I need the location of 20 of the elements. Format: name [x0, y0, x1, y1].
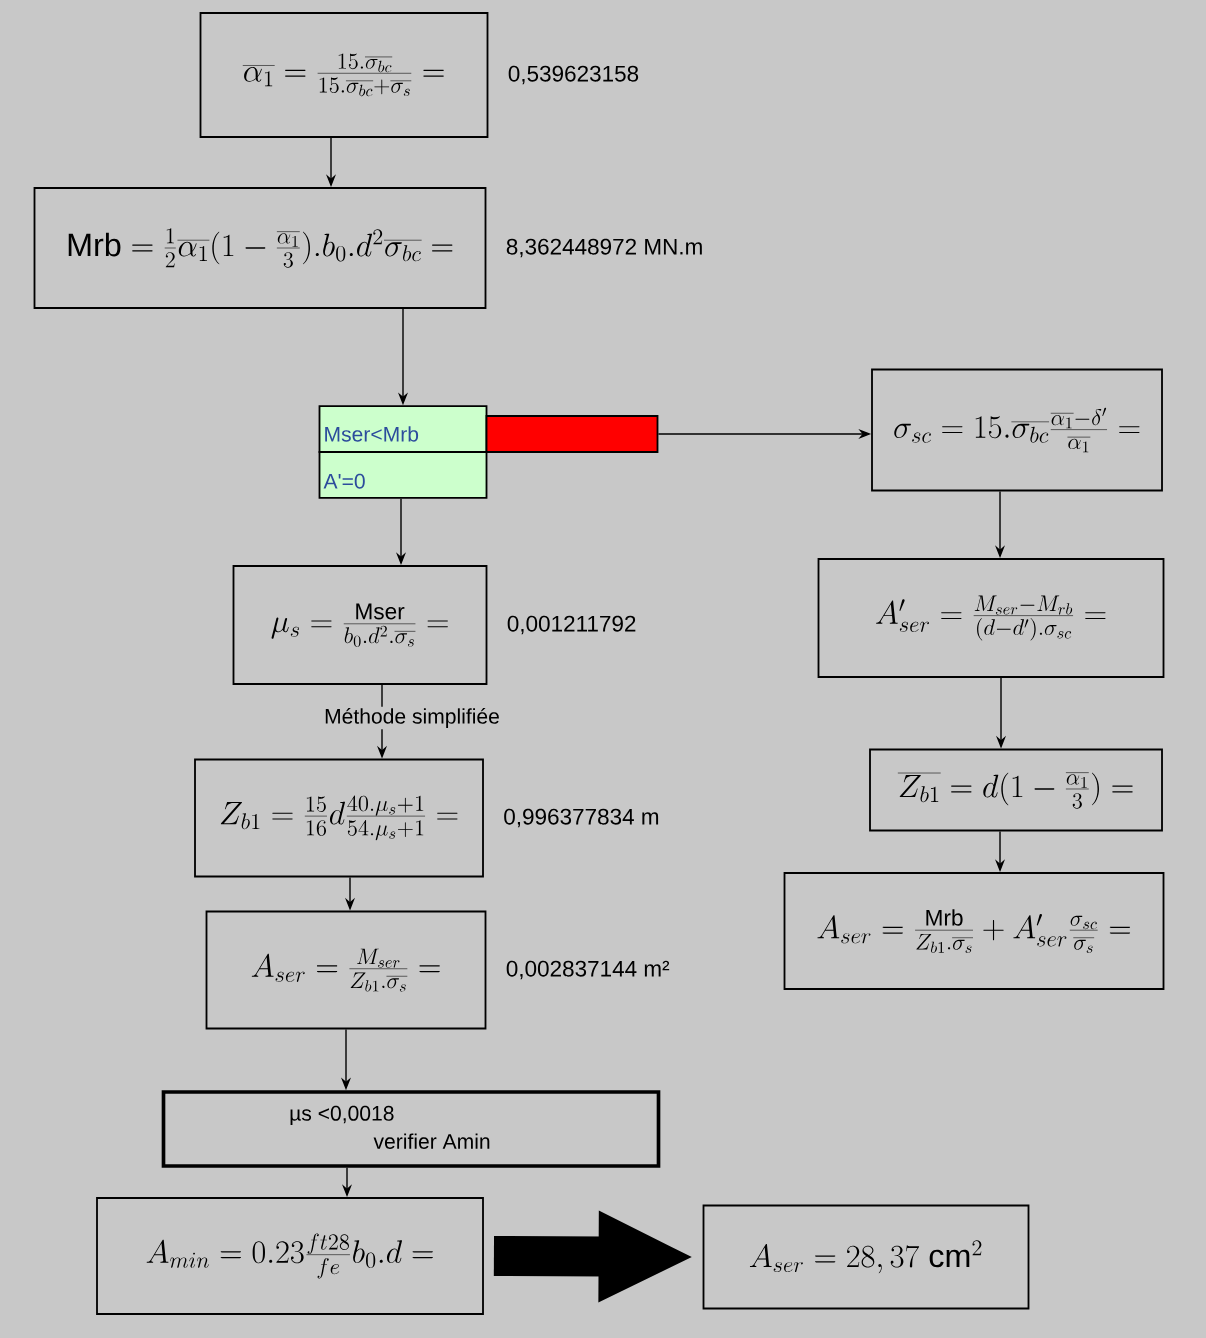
condition-box: µs <0,0018 verifier Amin [161, 1090, 661, 1168]
formula-box: $\mathrm{Mrb}=\frac{1}{2}\overline{\alpha_1}(1-\frac{\overline{\alpha_1}}{3}).b_0.d^2\overline{\sigma_{bc}}=$ [33, 187, 487, 309]
formula-box: $\overline{Z_{b1}}=d(1-\frac{\overline{\alpha_1}}{3})=$ [869, 748, 1163, 832]
formula-box: $A_{ser}=\frac{\mathrm{Mrb}}{Z_{b1}.\overline{\sigma_s}}+A'_{ser}\frac{\sigma_{sc}}{\overline{\sigma_s}}=$ [783, 872, 1165, 990]
result-value: 0,002837144 m² [506, 960, 670, 980]
result-value: 0,539623158 [508, 65, 639, 85]
formula-box: $\mu_s=\frac{\mathrm{Mser}}{b_0.d^2.\overline{\sigma_s}}=$ [232, 565, 488, 685]
result-value: 0,001211792 [507, 615, 636, 635]
result-value: 8,362448972 MN.m [506, 238, 702, 258]
condition-cell: Mser<Mrb A'=0 [317, 405, 489, 499]
result-value: 0,996377834 m [504, 808, 659, 828]
formula-box: $A'_{ser}=\frac{M_{ser}-M_{rb}}{(d-d').\sigma_{sc}}=$ [817, 558, 1165, 678]
bar [485, 415, 659, 453]
formula-box: $A_{ser}=\frac{M_{ser}}{Z_{b1}.\overline{\sigma_s}}=$ [205, 910, 487, 1030]
formula-box: $\overline{\alpha_1}=\frac{15.\overline{\sigma_{bc}}}{15.\overline{\sigma_{bc}}+\overline{\sigma_s}}=$ [199, 12, 489, 138]
formula-box: $A_{ser}=28,37\ \mathrm{cm}^2$ [702, 1204, 1030, 1310]
formula-box: $Z_{b1}=\frac{15}{16}d\frac{40.\mu_s+1}{54.\mu_s+1}=$ [194, 758, 484, 878]
edge-label: Méthode simplifiée [322, 706, 502, 730]
formula-box: $A_{min}=0.23\frac{ft28}{fe}b_0.d=$ [96, 1197, 484, 1315]
formula-box: $\sigma_{sc}=15.\overline{\sigma_{bc}}\frac{\overline{\alpha_1}-\delta'}{\overline{\alpha_1}}=$ [871, 368, 1163, 492]
